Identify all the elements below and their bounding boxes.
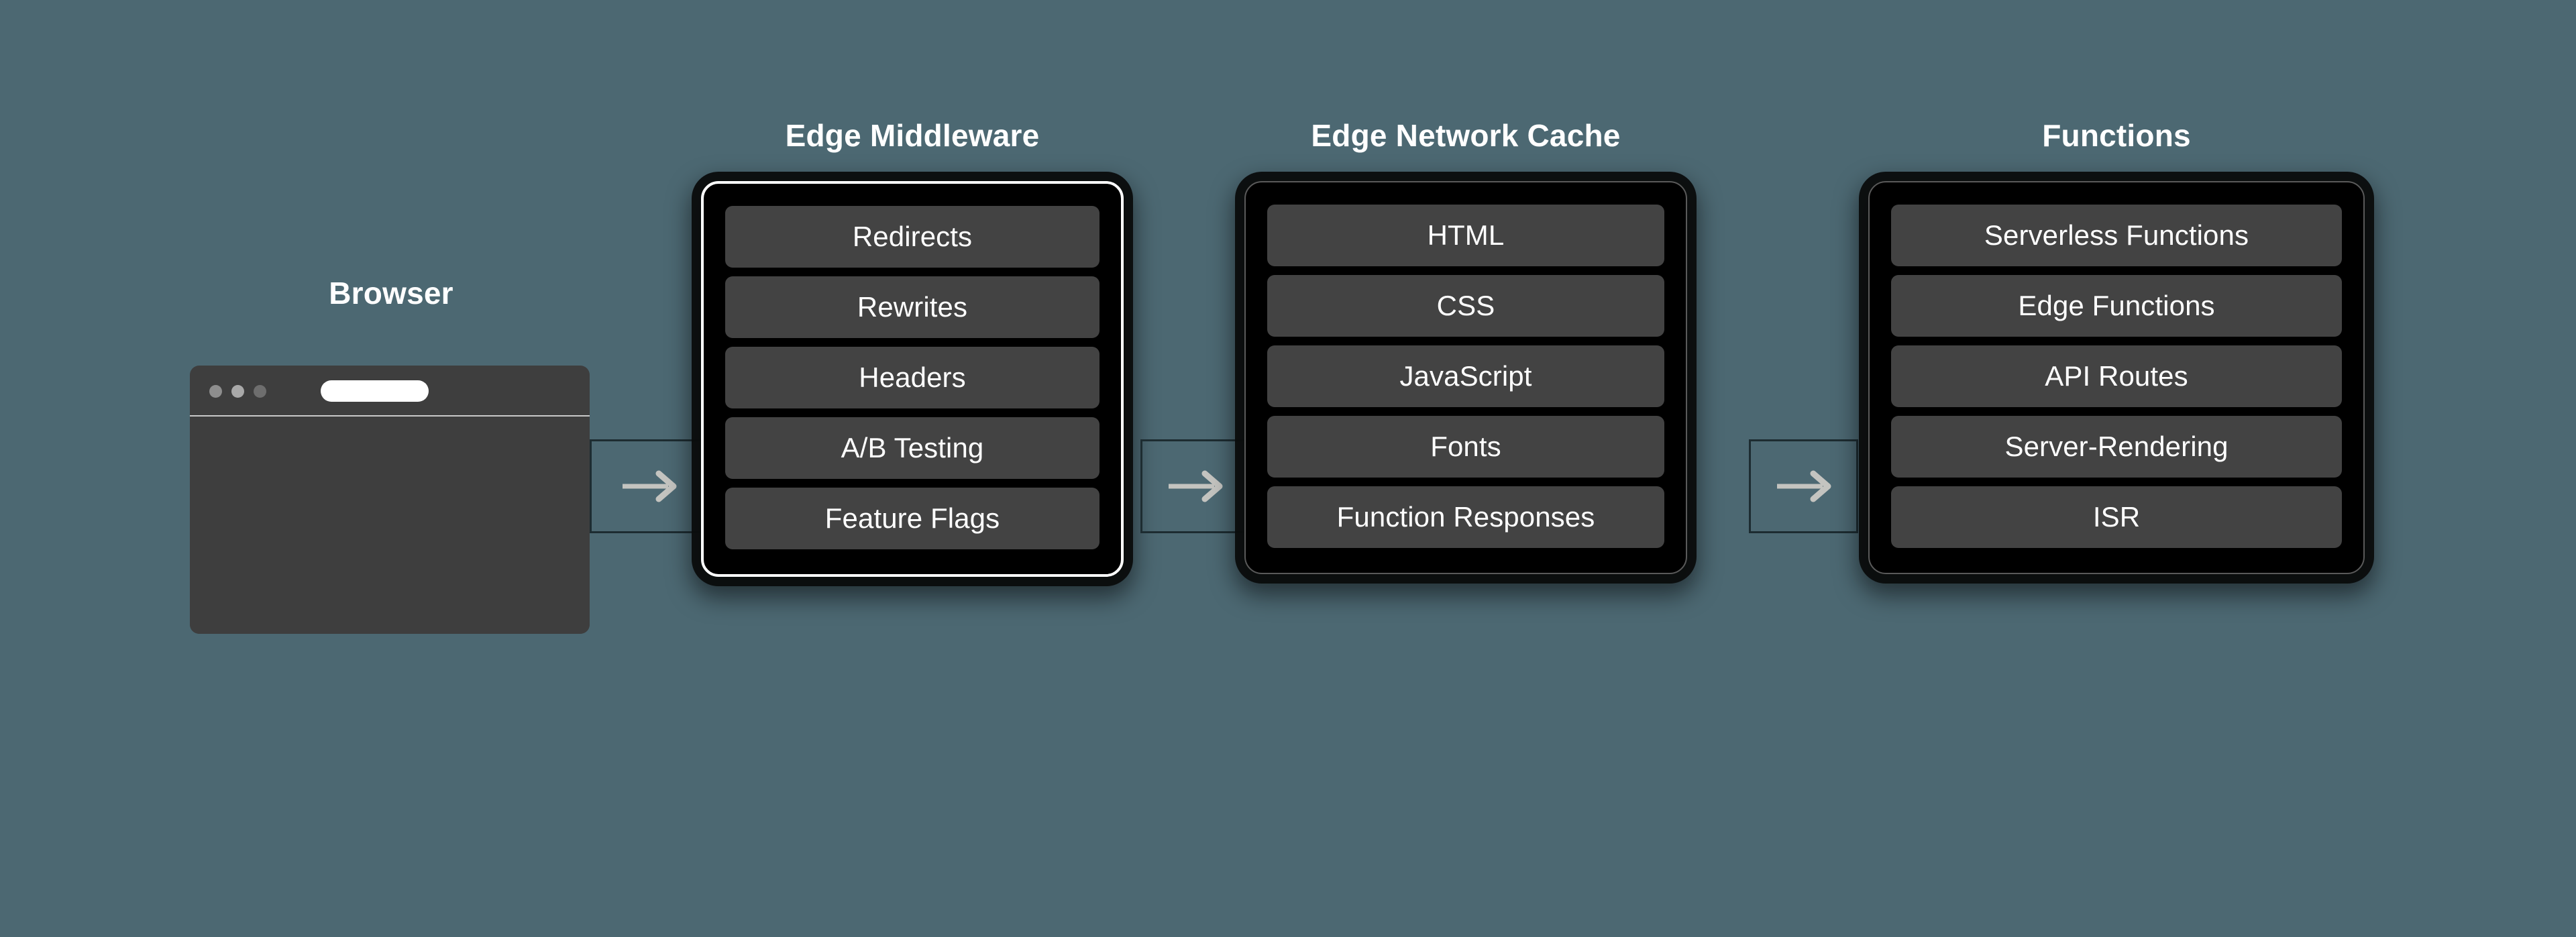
- card-title-edge-middleware: Edge Middleware: [785, 118, 1040, 153]
- arrow-right-icon: [1751, 441, 1856, 531]
- list-item[interactable]: JavaScript: [1267, 345, 1664, 407]
- list-item[interactable]: Redirects: [725, 206, 1099, 268]
- list-item[interactable]: API Routes: [1891, 345, 2342, 407]
- connector-middleware-to-cache: [1140, 439, 1250, 533]
- browser-group: Browser: [190, 275, 592, 644]
- list-item[interactable]: Fonts: [1267, 416, 1664, 478]
- card-title-functions: Functions: [2042, 118, 2191, 153]
- browser-url-input[interactable]: [321, 380, 429, 402]
- card-body-functions: Serverless Functions Edge Functions API …: [1868, 181, 2365, 574]
- list-item[interactable]: Serverless Functions: [1891, 205, 2342, 266]
- connector-cache-to-functions: [1749, 439, 1858, 533]
- window-dot-maximize-icon[interactable]: [254, 385, 266, 398]
- arrow-right-icon: [1142, 441, 1248, 531]
- card-edge-middleware[interactable]: Edge Middleware Redirects Rewrites Heade…: [684, 117, 1140, 577]
- browser-window: [190, 366, 590, 634]
- card-body-edge-network-cache: HTML CSS JavaScript Fonts Function Respo…: [1244, 181, 1687, 574]
- window-dot-close-icon[interactable]: [209, 385, 222, 398]
- list-item[interactable]: A/B Testing: [725, 417, 1099, 479]
- list-item[interactable]: CSS: [1267, 275, 1664, 337]
- card-edge-network-cache[interactable]: Edge Network Cache HTML CSS JavaScript F…: [1238, 117, 1694, 574]
- arrow-right-icon: [592, 441, 707, 531]
- window-dot-minimize-icon[interactable]: [231, 385, 244, 398]
- card-title-edge-network-cache: Edge Network Cache: [1311, 118, 1621, 153]
- list-item[interactable]: HTML: [1267, 205, 1664, 266]
- card-functions[interactable]: Functions Serverless Functions Edge Func…: [1848, 117, 2385, 574]
- browser-titlebar: [190, 366, 590, 417]
- list-item[interactable]: Function Responses: [1267, 486, 1664, 548]
- list-item[interactable]: ISR: [1891, 486, 2342, 548]
- list-item[interactable]: Server-Rendering: [1891, 416, 2342, 478]
- card-body-edge-middleware: Redirects Rewrites Headers A/B Testing F…: [701, 181, 1124, 577]
- list-item[interactable]: Rewrites: [725, 276, 1099, 338]
- browser-title: Browser: [329, 276, 453, 311]
- list-item[interactable]: Headers: [725, 347, 1099, 408]
- list-item[interactable]: Feature Flags: [725, 488, 1099, 549]
- list-item[interactable]: Edge Functions: [1891, 275, 2342, 337]
- browser-viewport: [190, 417, 590, 634]
